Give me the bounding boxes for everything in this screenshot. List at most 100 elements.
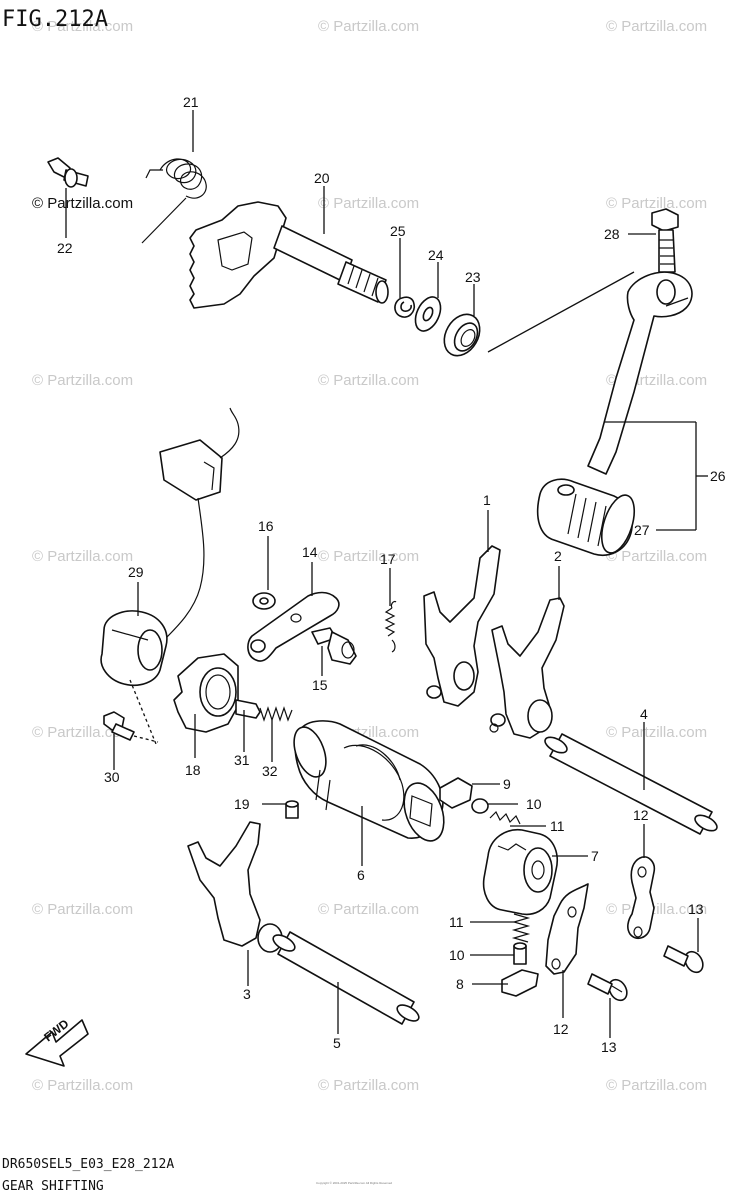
part-21-pin	[285, 800, 299, 819]
callout-29: 27	[634, 522, 650, 538]
callout-11b: 11	[449, 914, 464, 930]
part-29-footpeg-rubber	[536, 478, 636, 556]
callout-26: 24	[428, 247, 444, 263]
part-7-driven-gear	[482, 829, 558, 916]
part-11-spring	[489, 810, 521, 825]
part-30-bolt	[651, 208, 679, 273]
part-19-spring	[384, 600, 397, 653]
part-17-bolt	[311, 627, 357, 665]
part-25-oil-seal	[443, 313, 481, 357]
part-15-screw	[663, 945, 704, 974]
callout-16: 14	[302, 544, 318, 560]
part-11-spring-lower	[511, 913, 531, 943]
watermark: © Partzilla.com	[32, 1077, 133, 1094]
part-6-shift-drum	[293, 720, 445, 842]
callout-20: 18	[185, 762, 201, 778]
part-1-shift-fork	[423, 545, 501, 707]
model-code: DR650SEL5_E03_E28_212A	[2, 1157, 174, 1172]
part-13-screw	[587, 973, 628, 1002]
watermark: © Partzilla.com	[606, 1077, 707, 1094]
watermark: © Partzilla.com	[318, 548, 419, 565]
part-18-washer	[252, 592, 276, 610]
part-33-pin	[235, 699, 261, 719]
callout-24: 22	[57, 240, 73, 256]
watermark: © Partzilla.com	[606, 724, 707, 741]
figure-title: FIG.212A	[2, 7, 108, 32]
callout-21: 19	[234, 796, 250, 812]
callout-8: 8	[456, 976, 464, 992]
part-23-spring	[141, 158, 207, 244]
callout-7: 7	[591, 848, 599, 864]
fwd-arrow: FWD	[25, 1016, 89, 1067]
callout-27: 25	[390, 223, 406, 239]
part-9-cam-guide	[439, 777, 473, 809]
part-8-pawl	[501, 969, 539, 997]
part-28-gearshift-lever	[587, 271, 693, 475]
watermark: © Partzilla.com	[32, 372, 133, 389]
callout-28: 26	[710, 468, 726, 484]
callout-3: 3	[243, 986, 251, 1002]
watermark-highlight: © Partzilla.com	[32, 195, 133, 212]
watermark: © Partzilla.com	[606, 548, 707, 565]
watermark-layer: © Partzilla.com © Partzilla.com © Partzi…	[32, 18, 707, 1094]
footer-fine-print: Copyright © 2001-2025 Partzilla.com All …	[316, 1181, 392, 1185]
callout-12: 12	[553, 1021, 569, 1037]
part-20-cam-plate	[173, 653, 239, 733]
watermark: © Partzilla.com	[318, 1077, 419, 1094]
part-26-washer	[414, 296, 442, 332]
part-10-pin	[471, 798, 489, 814]
callout-9: 9	[503, 776, 511, 792]
watermark: © Partzilla.com	[32, 548, 133, 565]
part-3-shift-fork	[187, 821, 283, 953]
callout-13: 13	[601, 1039, 617, 1055]
part-27-circlip	[394, 296, 416, 318]
part-2-shift-fork	[489, 597, 565, 739]
callout-6: 6	[357, 867, 365, 883]
watermark: © Partzilla.com	[32, 901, 133, 918]
callout-10b: 10	[449, 947, 465, 963]
callout-14: 12	[633, 807, 649, 823]
part-4-fork-shaft	[544, 733, 718, 835]
callout-1: 1	[483, 492, 491, 508]
part-5-fork-shaft	[272, 931, 420, 1025]
callout-23: 21	[183, 94, 199, 110]
part-31-gear-position-switch	[100, 407, 240, 686]
leader-lines	[65, 110, 708, 1038]
callout-2: 2	[554, 548, 562, 564]
watermark: © Partzilla.com	[32, 724, 133, 741]
watermark: © Partzilla.com	[318, 18, 419, 35]
callout-5: 5	[333, 1035, 341, 1051]
watermark: © Partzilla.com	[606, 18, 707, 35]
callout-15: 13	[688, 901, 704, 917]
callout-31: 29	[128, 564, 144, 580]
watermark: © Partzilla.com	[318, 901, 419, 918]
watermark: © Partzilla.com	[318, 372, 419, 389]
part-16-stopper-arm	[247, 591, 340, 662]
callout-4: 4	[640, 706, 648, 722]
leader-25-lever	[487, 271, 635, 353]
part-34-spring	[259, 706, 293, 722]
callout-22: 20	[314, 170, 330, 186]
part-10-pin-lower	[513, 942, 527, 965]
callout-18: 16	[258, 518, 274, 534]
callout-10: 10	[526, 796, 542, 812]
callout-labels: 21 22 20 25 24 23 28 26 27 1 2 29 16 14 …	[57, 94, 726, 1055]
watermark: © Partzilla.com	[606, 195, 707, 212]
watermark: © Partzilla.com	[318, 195, 419, 212]
callout-19: 17	[380, 551, 396, 567]
section-name: GEAR SHIFTING	[2, 1179, 104, 1194]
part-14-plate	[627, 856, 656, 940]
watermark: © Partzilla.com	[32, 18, 133, 35]
part-12-pawl-lifter	[545, 883, 589, 975]
part-22-shift-shaft	[189, 201, 389, 309]
callout-33: 31	[234, 752, 250, 768]
callout-25: 23	[465, 269, 481, 285]
part-24-bolt	[47, 157, 89, 188]
callout-34: 32	[262, 763, 278, 779]
callout-17: 15	[312, 677, 328, 693]
callout-32: 30	[104, 769, 120, 785]
callout-30: 28	[604, 226, 620, 242]
part-32-bolt	[103, 679, 159, 745]
